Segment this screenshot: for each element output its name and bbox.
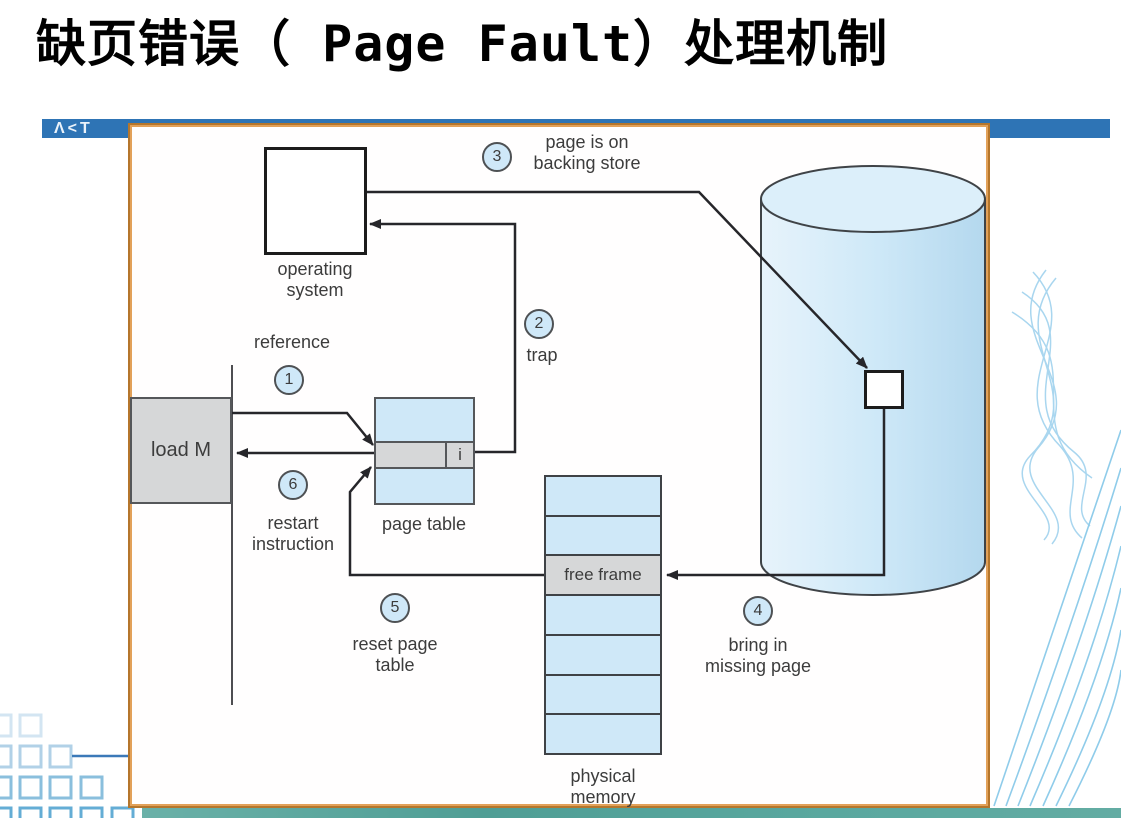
arrow-step1-reference — [232, 411, 374, 446]
step-circle-2: 2 — [524, 309, 554, 339]
page-table-label: page table — [381, 514, 467, 534]
physical-memory-box: free frame — [544, 475, 662, 755]
decor-squares — [0, 713, 135, 818]
arrow-step2-trap — [369, 219, 517, 454]
step1-label: reference — [253, 332, 331, 352]
step-circle-4: 4 — [743, 596, 773, 626]
step-circle-3: 3 — [482, 142, 512, 172]
page-table-entry-row: i — [376, 441, 473, 469]
memory-frame-row — [546, 635, 660, 676]
memory-frame-row — [546, 715, 660, 754]
arrow-step5-reset — [348, 466, 544, 577]
backing-store-cylinder-top — [760, 165, 986, 233]
step5-label: reset page table — [352, 634, 438, 675]
page-table-entry-invalid-cell: i — [458, 445, 462, 464]
page-fault-diagram: operating system load M i page table fre… — [128, 123, 990, 808]
memory-frame-row — [546, 675, 660, 716]
step-circle-6: 6 — [278, 470, 308, 500]
physical-memory-label: physical memory — [570, 766, 636, 807]
memory-frame-row — [546, 477, 660, 517]
arrow-step3-to-backing-store — [367, 190, 868, 369]
page-on-disk-square — [864, 370, 904, 409]
load-m-label: load M — [150, 439, 212, 461]
logo: Λ<Τ — [54, 120, 93, 137]
page-title: 缺页错误（ Page Fault）处理机制 — [36, 15, 889, 73]
step4-label: bring in missing page — [704, 635, 812, 676]
decor-swirl — [1011, 269, 1093, 545]
step-circle-5: 5 — [380, 593, 410, 623]
operating-system-box — [264, 147, 367, 255]
operating-system-label: operating system — [277, 259, 353, 300]
step2-label: trap — [526, 345, 558, 365]
free-frame-row: free frame — [546, 556, 660, 597]
free-frame-label: free frame — [564, 565, 642, 585]
page-table-box: i — [374, 397, 475, 505]
load-m-box: load M — [130, 397, 232, 504]
step6-label: restart instruction — [251, 513, 335, 554]
step3-label: page is on backing store — [533, 132, 641, 173]
bottom-bar — [142, 808, 1121, 818]
arrow-step4-bring-in — [666, 409, 886, 580]
decor-fan — [993, 429, 1121, 807]
page-table-entry-frame-cell — [376, 443, 447, 467]
memory-frame-row — [546, 516, 660, 557]
memory-frame-row — [546, 596, 660, 636]
step-circle-1: 1 — [274, 365, 304, 395]
